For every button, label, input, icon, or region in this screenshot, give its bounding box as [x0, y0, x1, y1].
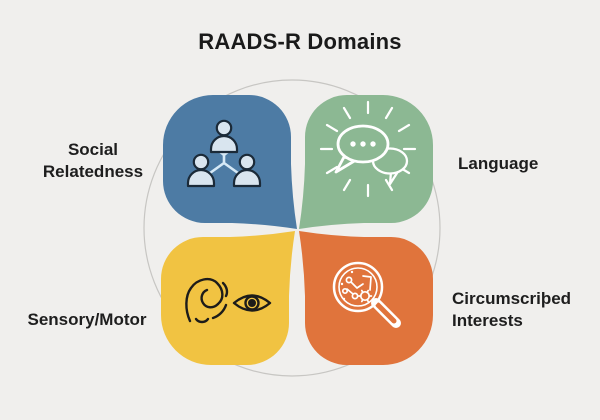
label-social-relatedness: Social Relatedness [42, 140, 144, 181]
label-sensory-motor: Sensory/Motor [27, 310, 147, 329]
label-language: Language [458, 154, 539, 173]
person-top [209, 119, 239, 154]
outline-circle [143, 79, 441, 377]
bubble-dots [350, 141, 376, 147]
sunburst-rays [319, 100, 417, 198]
ear-and-eye-icon [185, 277, 272, 324]
magnifier-lens [332, 261, 384, 313]
people-connector [208, 148, 240, 175]
eye-icon [232, 294, 272, 312]
person-right [232, 153, 262, 188]
page-title: RAADS-R Domains [198, 29, 402, 54]
people-network-icon [186, 119, 262, 188]
petal-sensory-motor [161, 231, 295, 365]
ear-icon [185, 277, 229, 324]
label-circumscribed-interests: Circumscriþed Interests [452, 289, 572, 330]
speech-bubbles-icon [319, 100, 417, 198]
lens-dots [340, 270, 354, 301]
magnifier-research-icon [332, 261, 401, 328]
person-left [186, 153, 216, 188]
petal-social-relatedness [163, 95, 297, 229]
petal-circumscribed-interests [299, 231, 433, 365]
lens-doodle [341, 275, 373, 303]
